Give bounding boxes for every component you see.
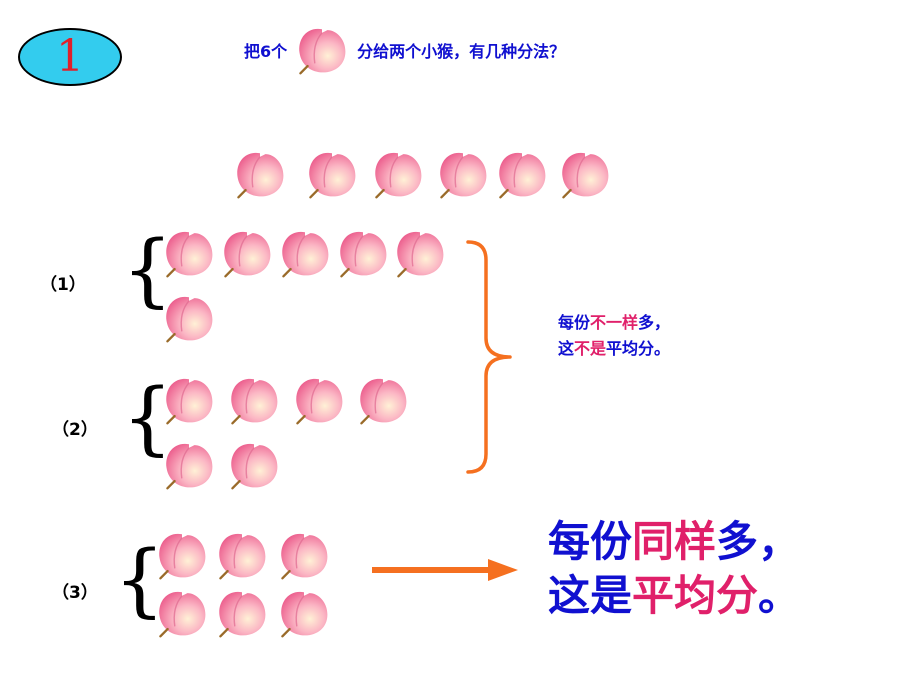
question-text-after: 分给两个小猴，有几种分法？	[357, 42, 566, 61]
note-text-highlight: 平均分	[632, 571, 759, 620]
note-text: 每份	[558, 313, 591, 332]
peach-icon	[277, 585, 331, 639]
peach-icon	[162, 372, 216, 426]
peach-icon	[227, 372, 281, 426]
left-brace-2: {	[122, 371, 173, 464]
step-number: 1	[56, 31, 84, 82]
peach-icon	[305, 146, 359, 200]
row-label-2: （2）	[52, 420, 98, 440]
peach-icon	[233, 146, 287, 200]
peach-icon	[162, 225, 216, 279]
note-equal: 每份同样多， 这是平均分。	[548, 515, 800, 623]
left-brace-1: {	[122, 223, 173, 316]
note-unequal-line2: 这不是平均分。	[558, 336, 670, 362]
peach-icon	[155, 585, 209, 639]
note-text: 这	[558, 339, 575, 358]
note-text-highlight: 不是	[574, 339, 607, 358]
note-text: 平均分。	[606, 339, 671, 358]
note-equal-line1: 每份同样多，	[548, 515, 800, 569]
peach-icon	[220, 225, 274, 279]
note-unequal: 每份不一样多， 这不是平均分。	[558, 310, 670, 362]
note-text: 多，	[716, 517, 801, 566]
peach-icon	[371, 146, 425, 200]
peach-icon	[278, 225, 332, 279]
question-title: 把6个 分给两个小猴，有几种分法？	[244, 22, 565, 78]
peach-icon	[495, 146, 549, 200]
peach-icon	[295, 22, 349, 76]
note-equal-line2: 这是平均分。	[548, 569, 800, 623]
peach-icon	[292, 372, 346, 426]
row-label-1: （1）	[40, 275, 86, 295]
peach-icon	[336, 225, 390, 279]
right-bracket	[466, 240, 512, 474]
peach-icon	[393, 225, 447, 279]
note-text: 多，	[638, 313, 671, 332]
peach-icon	[558, 146, 612, 200]
arrow-right-icon	[372, 559, 518, 581]
row-label-3: （3）	[52, 583, 98, 603]
note-text-highlight: 不一样	[590, 313, 639, 332]
peach-icon	[162, 437, 216, 491]
note-text-highlight: 同样	[632, 517, 717, 566]
peach-icon	[215, 585, 269, 639]
note-text: 这是	[548, 571, 633, 620]
peach-icon	[227, 437, 281, 491]
question-text-before: 把6个	[244, 42, 288, 61]
peach-icon	[215, 527, 269, 581]
peach-icon	[155, 527, 209, 581]
peach-icon	[436, 146, 490, 200]
peach-icon	[277, 527, 331, 581]
question-peach-slot	[291, 22, 353, 78]
peach-icon	[162, 290, 216, 344]
left-brace-3: {	[114, 533, 165, 626]
peach-icon	[356, 372, 410, 426]
note-text: 每份	[548, 517, 633, 566]
note-text: 。	[758, 571, 801, 620]
step-badge: 1	[18, 28, 122, 86]
note-unequal-line1: 每份不一样多，	[558, 310, 670, 336]
